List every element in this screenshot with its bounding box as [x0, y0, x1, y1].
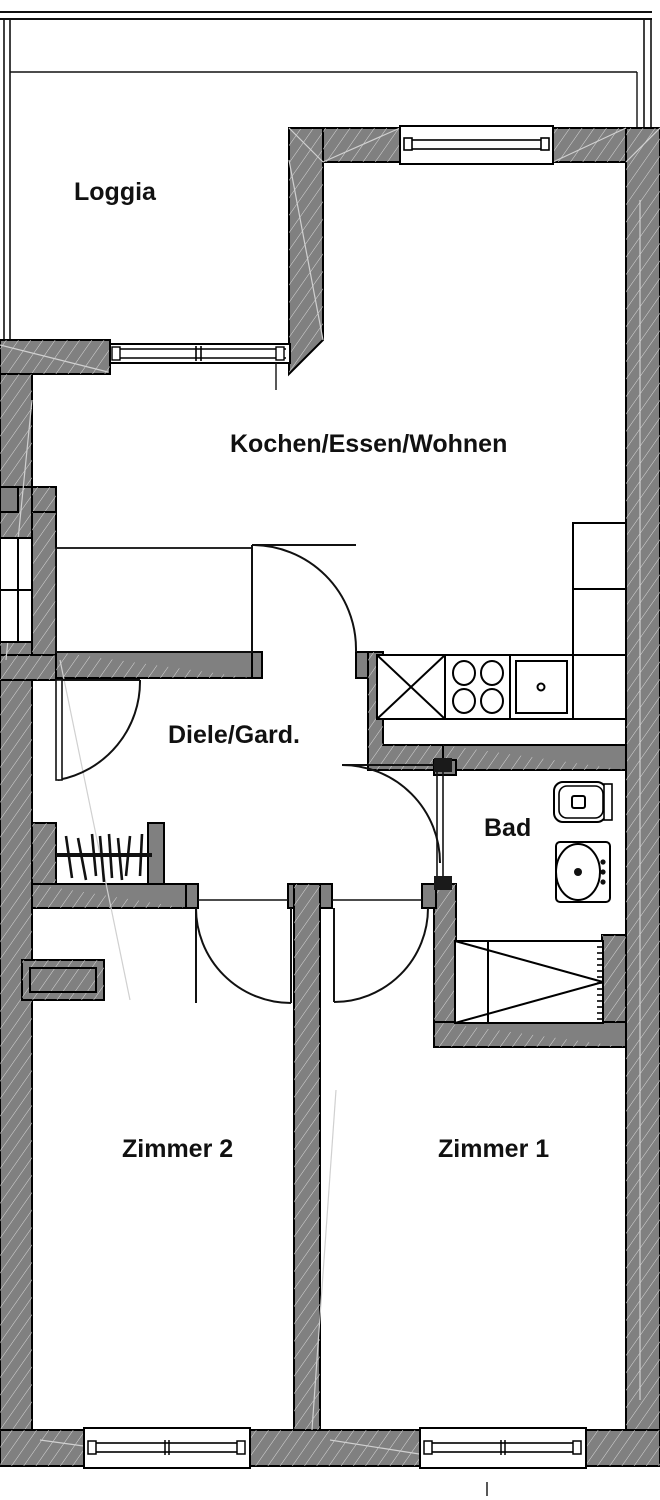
door-jamb-hall-right: [355, 651, 369, 679]
room-label-bad: Bad: [484, 814, 531, 842]
room-label-zimmer-1: Zimmer 1: [438, 1135, 549, 1163]
room-label-zimmer-2: Zimmer 2: [122, 1135, 233, 1163]
wc-toilet-icon: [553, 781, 613, 823]
coat-rack-wardrobe-icon: [56, 833, 152, 883]
bathtub-icon: [454, 940, 604, 1024]
door-entrance[interactable]: [55, 679, 142, 781]
sliding-glass-door-loggia[interactable]: [109, 343, 291, 390]
window-zimmer2: [83, 1427, 251, 1469]
bathroom-fixtures: [454, 781, 613, 1024]
door-jamb-hall-left: [251, 651, 263, 679]
door-jamb-bad-top: [434, 758, 452, 772]
wall-left-shaft-topcap: [0, 486, 19, 513]
washbasin-icon: [555, 841, 611, 903]
tall-cabinet-lower: [572, 588, 627, 656]
door-jamb-zimmer2-left: [185, 883, 199, 909]
countertop-icon: [572, 654, 627, 720]
door-jamb-zimmer1-right: [421, 883, 437, 909]
window-living-top: [399, 125, 554, 165]
door-zimmer2[interactable]: [195, 907, 292, 1004]
window-left-shaft: [0, 537, 33, 643]
door-bad[interactable]: [341, 764, 444, 884]
room-label-loggia: Loggia: [74, 178, 157, 206]
loggia-railing: [0, 11, 652, 352]
bathtub-tile-edge: [597, 940, 603, 1020]
door-zimmer1[interactable]: [333, 907, 429, 1003]
wall-left-niche-inner: [29, 967, 97, 993]
window-zimmer1: [419, 1427, 587, 1469]
room-label-diele-gard: Diele/Gard.: [168, 721, 300, 749]
kitchen-counter-run: [376, 522, 627, 720]
door-jamb-bad-bottom: [434, 876, 452, 890]
tall-cabinet-upper: [572, 522, 627, 590]
room-label-kochen-essen-wohnen: Kochen/Essen/Wohnen: [230, 430, 507, 458]
